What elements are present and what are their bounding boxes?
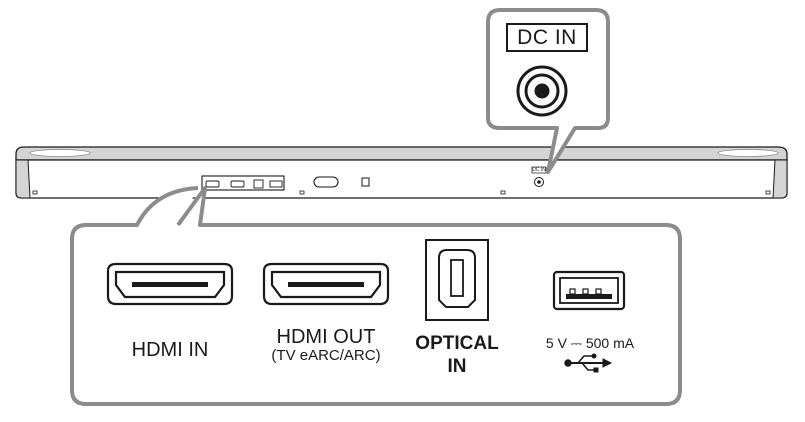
- hdmi-in-label: HDMI IN: [131, 339, 209, 361]
- dc-in-label: DC IN: [517, 26, 577, 49]
- dc-in-callout: [486, 8, 610, 174]
- usb-power-label: 5 V ⎓ 500 mA: [545, 335, 635, 351]
- optical-in-port: [425, 239, 489, 321]
- soundbar-body: [15, 146, 788, 199]
- hdmi-out-sublabel: (TV eARC/ARC): [271, 347, 381, 364]
- hdmi-out-label: HDMI OUT: [276, 326, 376, 348]
- usb-icon: [564, 353, 613, 373]
- hdmi-out-port: [262, 262, 390, 306]
- hdmi-in-port: [106, 262, 234, 306]
- soundbar-port-bay: [201, 175, 285, 191]
- soundbar-dc-jack: [531, 166, 547, 187]
- optical-in-label: IN: [447, 356, 467, 377]
- usb-port: [552, 270, 626, 311]
- soundbar-dc-in-label: DC IN: [532, 167, 546, 173]
- optical-label: OPTICAL: [415, 333, 499, 354]
